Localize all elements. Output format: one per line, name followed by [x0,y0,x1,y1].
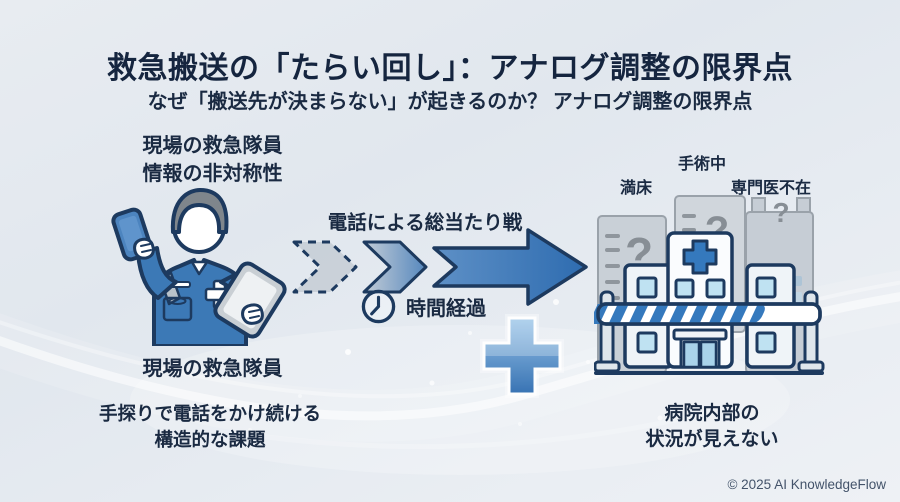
building-label-full: 満床 [619,180,652,197]
left-bottom-label: 手探りで電話をかけ続ける 構造的な課題 [45,401,375,452]
slide-title: 救急搬送の「たらい回し」：アナログ調整の限界点 [107,52,793,86]
question-mark: ? [772,197,789,228]
building-label-surgery: 手術中 [677,156,726,173]
hospital-with-barrier-icon: ? ? ? [594,195,825,375]
big-right-arrow-icon [432,228,588,306]
left-top-label: 現場の救急隊員 情報の非対称性 [75,133,350,188]
right-hand [241,303,264,325]
left-hand [133,237,155,260]
left-top-label-line1: 現場の救急隊員 [142,135,283,157]
right-hand-fingers [248,309,260,319]
phone-bruteforce-label: 電話による総当たり戦 [327,212,523,234]
pocket-detail [168,297,187,305]
paramedic-caption: 現場の救急隊員 [142,358,283,380]
clock-icon [361,289,396,324]
hair [170,188,229,234]
hospital-caption-line1: 病院内部の [664,403,760,424]
gradient-chevron-icon [362,240,428,294]
hospital-cross-icon [682,239,718,275]
collar [190,260,209,276]
hospital-windows [636,276,777,354]
hospital-caption: 病院内部の 状況が見えない [618,401,806,453]
left-bottom-label-line2: 構造的な課題 [154,428,266,450]
barrier-foot-left [594,360,621,373]
barrier-foot-right [797,360,825,373]
left-hand-fingers [140,243,152,253]
tablet-icon [213,261,287,339]
left-top-label-line2: 情報の非対称性 [142,162,283,185]
left-bottom-label-line1: 手探りで電話をかけ続ける [98,403,321,424]
glossy-plus-icon [480,314,564,398]
slide-subtitle: なぜ「搬送先が決まらない」が起きるのか？ アナログ調整の限界点 [147,90,753,113]
barrier-stripes [594,304,768,324]
hospital-entrance [672,328,728,369]
time-elapsed-row: 時間経過 [360,288,486,325]
left-arm [136,246,178,300]
dashed-chevron-icon [292,240,358,294]
building-label-no-specialist: 専門医不在 [730,180,811,197]
time-elapsed-label: 時間経過 [406,298,486,320]
paramedic-icon [111,188,287,346]
progress-arrows-icon [292,228,588,306]
front-hospital [623,231,796,369]
hospital-caption-line2: 状況が見えない [645,429,779,451]
copyright-text: © 2025 AI KnowledgeFlow [727,477,886,492]
